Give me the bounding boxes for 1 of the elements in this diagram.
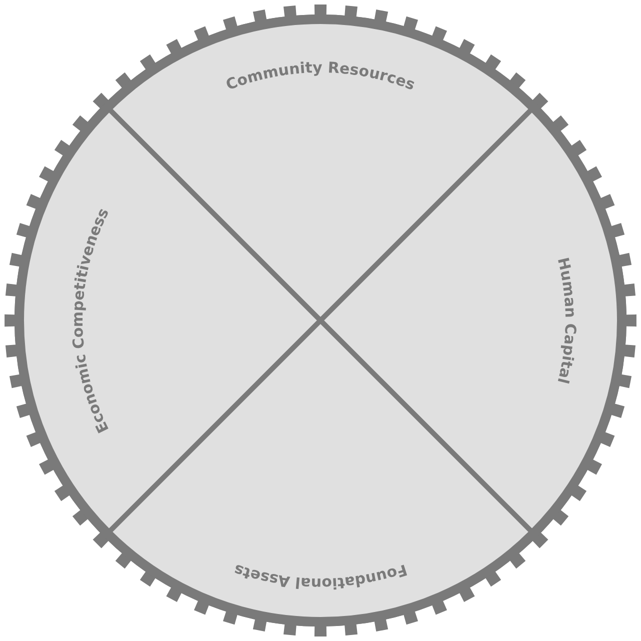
segment-label: Foundational Assets [232, 560, 410, 593]
